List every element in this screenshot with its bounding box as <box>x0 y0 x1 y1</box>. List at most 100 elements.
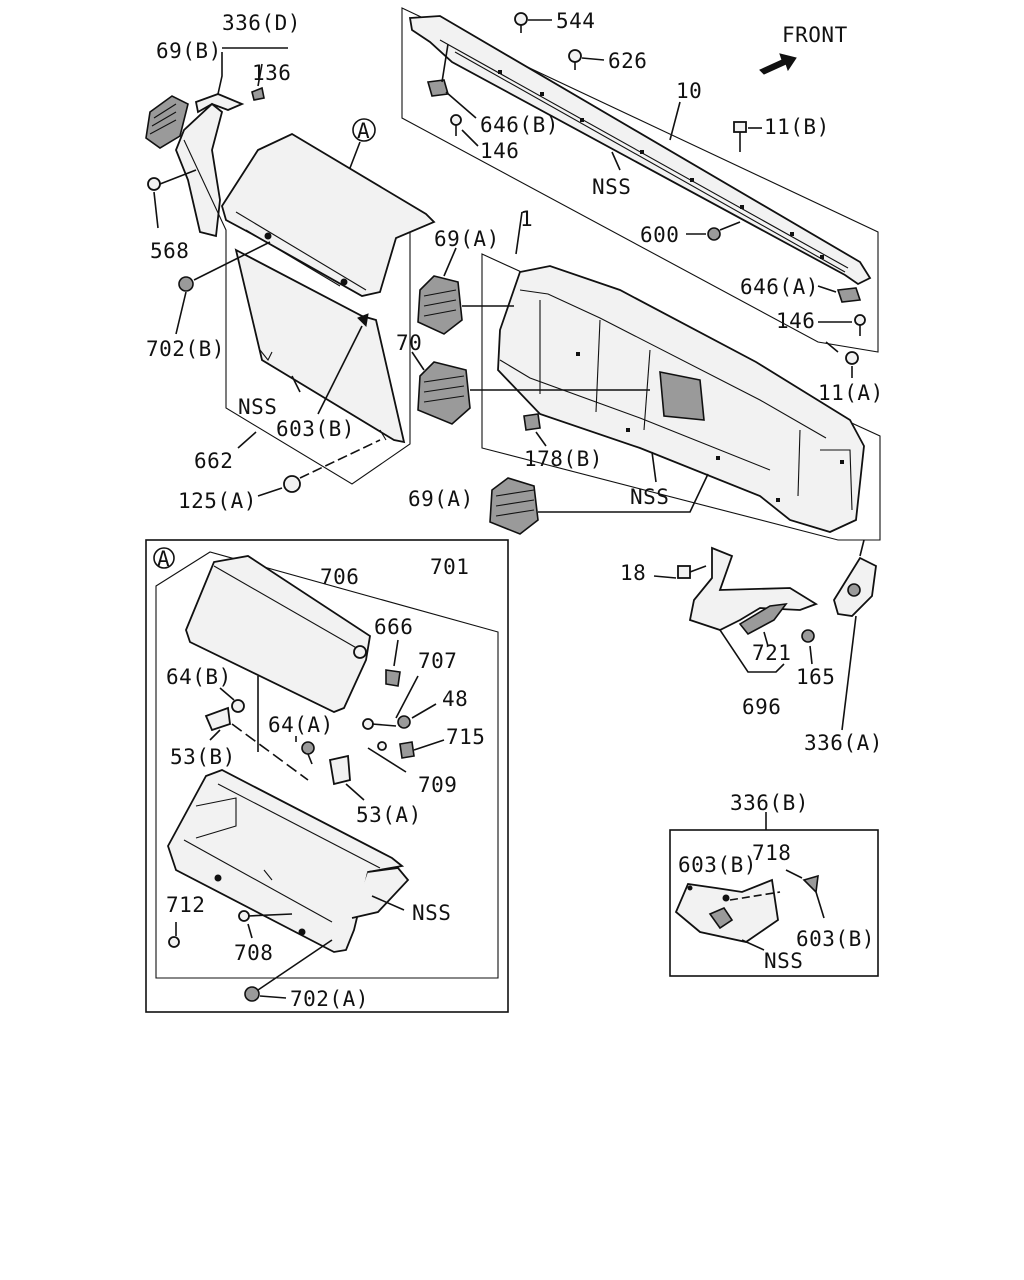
clip-603b-top-icon <box>317 313 369 415</box>
callout-336b: 336(B) <box>730 791 809 815</box>
left-parts-group: A <box>145 47 436 497</box>
callout-nss-2: NSS <box>592 175 631 199</box>
clip-666-icon <box>385 639 401 687</box>
upper-trim-group: FRONT <box>401 7 879 378</box>
clip-64a-icon <box>295 736 315 765</box>
callout-nss-5: NSS <box>764 949 803 973</box>
instrument-panel-1 <box>497 265 865 533</box>
callout-603b-top: 603(B) <box>276 417 355 441</box>
callout-662: 662 <box>194 449 233 473</box>
callout-646b: 646(B) <box>480 113 559 137</box>
lid-706 <box>185 555 371 713</box>
callout-646a: 646(A) <box>740 275 819 299</box>
clip-646a-icon <box>817 285 862 303</box>
callout-701: 701 <box>430 555 469 579</box>
callout-69a-top: 69(A) <box>434 227 500 251</box>
screw-146-top-icon <box>450 114 479 147</box>
glove-box-662 <box>221 132 436 444</box>
screw-707-icon <box>362 675 419 730</box>
clip-708-icon <box>238 910 293 939</box>
callout-64b: 64(B) <box>166 665 232 689</box>
callout-70: 70 <box>396 331 422 355</box>
nut-48-icon <box>397 703 437 729</box>
bolt-11b-icon <box>733 121 762 152</box>
callout-a-top: A <box>357 119 370 143</box>
callout-11a: 11(A) <box>818 381 884 405</box>
callout-178b: 178(B) <box>524 447 603 471</box>
callout-707: 707 <box>418 649 457 673</box>
callout-696: 696 <box>742 695 781 719</box>
callout-11b: 11(B) <box>764 115 830 139</box>
callout-69b: 69(B) <box>156 39 222 63</box>
screw-11a-icon <box>825 341 859 378</box>
vent-69b-icon <box>145 95 189 149</box>
clip-718-icon <box>785 869 825 919</box>
clip-136-icon <box>251 63 265 101</box>
callout-10: 10 <box>676 79 702 103</box>
front-arrow-icon <box>759 53 797 75</box>
callout-125a: 125(A) <box>178 489 257 513</box>
callout-718: 718 <box>752 841 791 865</box>
callout-544: 544 <box>556 9 595 33</box>
front-label: FRONT <box>782 23 848 47</box>
clip-125a-icon <box>257 439 381 497</box>
callout-708: 708 <box>234 941 273 965</box>
callout-712: 712 <box>166 893 205 917</box>
clip-715-icon <box>377 739 445 759</box>
clip-178b-icon <box>523 413 547 447</box>
callout-666: 666 <box>374 615 413 639</box>
vent-70-icon <box>411 351 650 425</box>
callout-626: 626 <box>608 49 647 73</box>
callout-146-right: 146 <box>776 309 815 333</box>
callout-nss-4: NSS <box>412 901 451 925</box>
screw-712-icon <box>168 922 180 948</box>
callout-336a: 336(A) <box>804 731 883 755</box>
screw-626-icon <box>568 49 605 70</box>
clip-64b-icon <box>219 687 245 713</box>
vent-69a-bottom-icon <box>489 473 709 535</box>
callout-165: 165 <box>796 665 835 689</box>
callout-568: 568 <box>150 239 189 263</box>
nut-600-icon <box>686 221 741 241</box>
callout-336d: 336(D) <box>222 11 301 35</box>
callout-nss-1: NSS <box>238 395 277 419</box>
glove-box-701-body <box>167 769 410 953</box>
side-cover-336a <box>833 539 877 731</box>
bracket-53b-icon <box>204 706 309 781</box>
nut-702b-icon <box>175 241 271 335</box>
callout-600: 600 <box>640 223 679 247</box>
callout-53b: 53(B) <box>170 745 236 769</box>
callout-709: 709 <box>418 773 457 797</box>
bracket-336d-icon <box>175 47 288 238</box>
callout-53a: 53(A) <box>356 803 422 827</box>
callout-603b-right: 603(B) <box>796 927 875 951</box>
lower-cover-696 <box>688 546 819 673</box>
callout-48: 48 <box>442 687 468 711</box>
screw-544-icon <box>514 12 552 33</box>
callout-146-top: 146 <box>480 139 519 163</box>
bracket-53a-icon <box>328 754 365 801</box>
callout-706: 706 <box>320 565 359 589</box>
vent-69a-top-icon <box>417 247 514 335</box>
callout-69a-bottom: 69(A) <box>408 487 474 511</box>
nut-165-icon <box>801 629 815 665</box>
cover-336b <box>674 878 779 943</box>
detail-336b-group <box>669 812 879 977</box>
detail-a-group: A <box>145 539 509 1013</box>
callout-labels: 336(D) 69(B) 136 568 702(B) NSS 603(B) 6… <box>146 9 884 1011</box>
callout-702b: 702(B) <box>146 337 225 361</box>
callout-1: 1 <box>520 207 533 231</box>
callout-64a: 64(A) <box>268 713 334 737</box>
callout-136: 136 <box>252 61 291 85</box>
callout-721: 721 <box>752 641 791 665</box>
clip-646b-icon <box>426 79 477 119</box>
nut-702a-icon <box>244 939 333 1002</box>
callout-603b-left: 603(B) <box>678 853 757 877</box>
screw-568-icon <box>147 169 197 229</box>
screw-146-right-icon <box>818 314 866 336</box>
callout-a-box: A <box>157 547 170 571</box>
callout-nss-3: NSS <box>630 485 669 509</box>
callout-18: 18 <box>620 561 646 585</box>
callout-702a: 702(A) <box>290 987 369 1011</box>
